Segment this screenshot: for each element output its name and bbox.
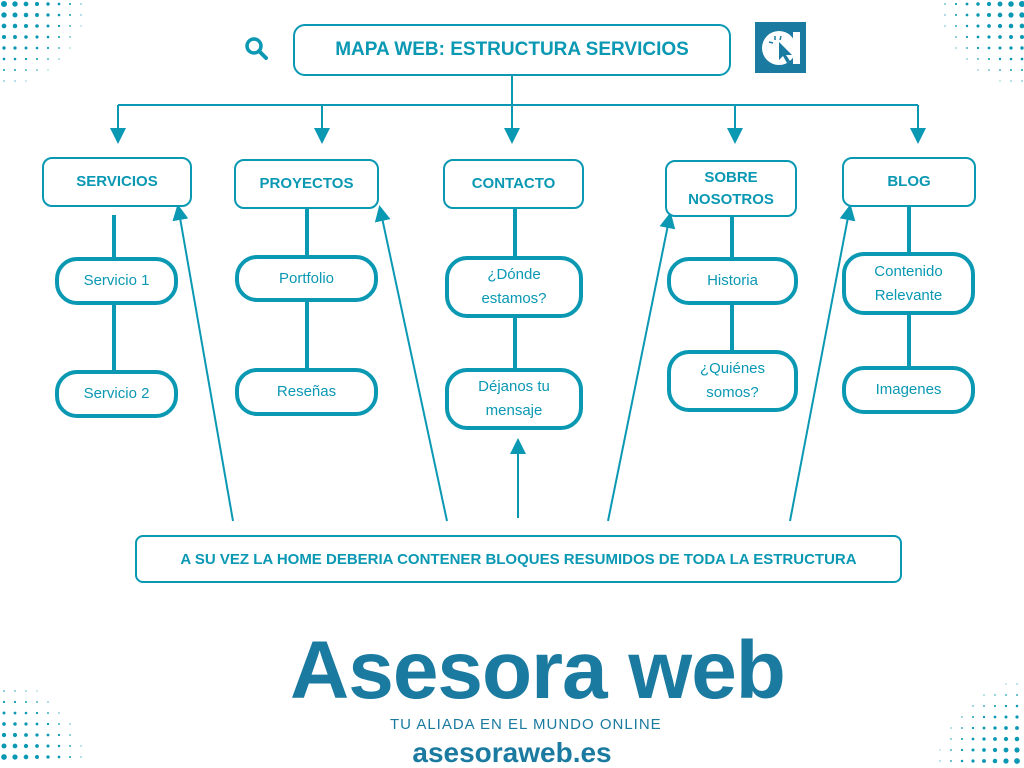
node-historia: Historia: [667, 257, 798, 305]
node-donde-estamos: ¿Dónde estamos?: [445, 256, 583, 318]
node-dejanos-mensaje: Déjanos tu mensaje: [445, 368, 583, 430]
decorative-dots-top-right: [944, 0, 1024, 82]
decorative-dots-top-left: [0, 0, 82, 82]
node-portfolio: Portfolio: [235, 255, 378, 302]
page-title: MAPA WEB: ESTRUCTURA SERVICIOS: [293, 24, 731, 76]
section-proyectos: PROYECTOS: [234, 159, 379, 209]
section-contacto: CONTACTO: [443, 159, 584, 209]
section-sobre-nosotros: SOBRE NOSOTROS: [665, 160, 797, 217]
cursor-click-logo-icon: [755, 22, 806, 73]
decorative-dots-bottom-left: [1, 690, 82, 760]
node-servicio-2: Servicio 2: [55, 370, 178, 418]
brand-url[interactable]: asesoraweb.es: [412, 737, 612, 768]
node-servicio-1: Servicio 1: [55, 257, 178, 305]
node-quienes-somos: ¿Quiénes somos?: [667, 350, 798, 412]
decorative-dots-bottom-right: [939, 683, 1020, 764]
section-servicios: SERVICIOS: [42, 157, 192, 207]
brand-tagline: TU ALIADA EN EL MUNDO ONLINE: [390, 716, 662, 733]
home-note: A SU VEZ LA HOME DEBERIA CONTENER BLOQUE…: [135, 535, 902, 583]
node-contenido-relevante: Contenido Relevante: [842, 252, 975, 315]
search-icon: [244, 36, 268, 60]
section-blog: BLOG: [842, 157, 976, 207]
node-resenas: Reseñas: [235, 368, 378, 416]
node-imagenes: Imagenes: [842, 366, 975, 414]
brand-logo: Asesora web: [290, 625, 786, 716]
